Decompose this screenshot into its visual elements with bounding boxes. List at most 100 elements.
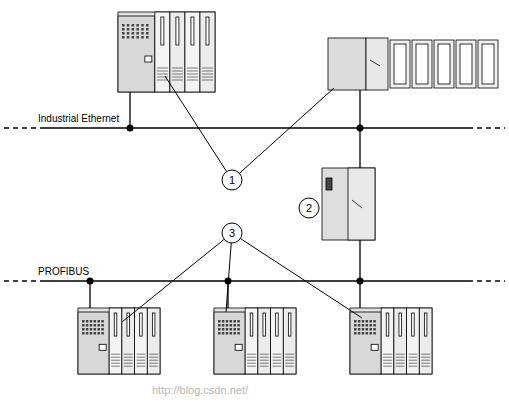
terminal: [218, 328, 221, 331]
io-module: [394, 308, 407, 374]
module-slot: [250, 313, 253, 336]
terminal: [146, 28, 149, 31]
terminal-row: [421, 366, 430, 367]
terminal: [90, 324, 93, 327]
terminal-row: [187, 68, 198, 69]
terminal-row: [396, 354, 405, 355]
terminal: [86, 332, 89, 335]
terminal-row: [285, 363, 294, 364]
drop-line: [359, 240, 360, 281]
leader-line: [240, 238, 362, 318]
terminal-row: [260, 354, 269, 355]
terminal: [136, 24, 139, 27]
terminal-row: [247, 354, 256, 355]
terminal: [82, 328, 85, 331]
terminal: [366, 320, 369, 323]
terminal: [97, 328, 100, 331]
junction-dot: [357, 125, 364, 132]
terminal-row: [396, 360, 405, 361]
terminal: [373, 328, 376, 331]
terminal: [141, 36, 144, 39]
terminal-row: [285, 366, 294, 367]
terminal-row: [247, 360, 256, 361]
module-slot: [206, 17, 209, 45]
terminal-row: [124, 354, 133, 355]
network-label: Industrial Ethernet: [36, 114, 121, 124]
junction-dot: [127, 125, 134, 132]
terminal: [218, 320, 221, 323]
terminal-row: [247, 357, 256, 358]
terminal: [122, 28, 125, 31]
terminal: [132, 32, 135, 35]
io-module: [122, 308, 135, 374]
terminal: [230, 320, 233, 323]
terminal-row: [149, 363, 158, 364]
io-module: [258, 308, 271, 374]
terminal: [122, 24, 125, 27]
et200-station: [78, 308, 160, 374]
terminal-row: [187, 74, 198, 75]
module-front: [438, 44, 450, 84]
profibus-bus: [40, 280, 468, 281]
terminal: [354, 320, 357, 323]
terminal-row: [421, 363, 430, 364]
terminal-row: [247, 363, 256, 364]
terminal-row: [383, 366, 392, 367]
terminal-row: [202, 68, 213, 69]
callout-number: 2: [299, 198, 319, 218]
terminal: [237, 320, 240, 323]
terminal-row: [285, 354, 294, 355]
junction-dot: [87, 278, 94, 285]
terminal-row: [172, 74, 183, 75]
terminal: [94, 332, 97, 335]
terminal: [366, 328, 369, 331]
terminal-row: [172, 68, 183, 69]
terminal: [127, 36, 130, 39]
cpu-switch: [352, 200, 362, 208]
terminal: [369, 320, 372, 323]
interface-module: [78, 312, 109, 374]
ethernet-bus-dashed: [4, 127, 40, 128]
s7-400-plc: [328, 38, 498, 90]
module-front: [460, 44, 472, 84]
terminal: [358, 320, 361, 323]
signal-module: [434, 40, 454, 88]
terminal: [226, 320, 229, 323]
cpu-module: [366, 38, 388, 90]
terminal: [86, 320, 89, 323]
terminal: [366, 324, 369, 327]
terminal-row: [260, 363, 269, 364]
terminal: [369, 332, 372, 335]
terminal-row: [172, 80, 183, 81]
io-module: [200, 12, 215, 92]
io-module: [135, 308, 148, 374]
terminal-row: [273, 354, 282, 355]
profibus-bus-dashed: [4, 280, 40, 281]
terminal: [218, 332, 221, 335]
terminal-row: [149, 354, 158, 355]
terminal: [82, 332, 85, 335]
terminal: [86, 324, 89, 327]
terminal-row: [137, 354, 146, 355]
terminal-row: [273, 363, 282, 364]
terminal: [146, 36, 149, 39]
terminal: [136, 28, 139, 31]
module-slot: [386, 313, 389, 336]
ethernet-bus-dashed: [468, 127, 505, 128]
terminal-row: [409, 366, 418, 367]
terminal: [233, 332, 236, 335]
terminal: [358, 328, 361, 331]
leader-line: [122, 239, 224, 322]
signal-module: [456, 40, 476, 88]
terminal-row: [396, 366, 405, 367]
terminal: [136, 32, 139, 35]
terminal-row: [124, 363, 133, 364]
terminal: [362, 324, 365, 327]
cpu-body: [322, 168, 375, 240]
terminal-row: [202, 71, 213, 72]
terminal-row: [273, 360, 282, 361]
terminal-row: [421, 360, 430, 361]
module-slot: [176, 17, 179, 45]
terminal: [82, 324, 85, 327]
